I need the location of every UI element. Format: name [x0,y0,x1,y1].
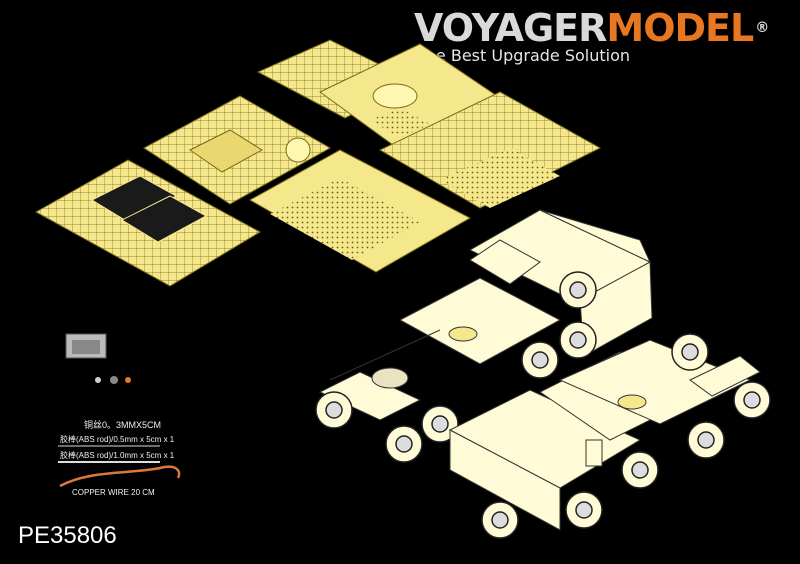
pe-fret-top [256,39,501,151]
abs-rod-10-label: 胶棒(ABS rod)/1.0mm x 5cm x 1 [60,451,175,460]
truck-chassis-illustration [448,333,771,539]
copper-wire-label: COPPER WIRE 20 CM [72,488,155,497]
resin-parts [65,333,131,384]
pe-fret-mid-left [143,95,332,205]
copper-wire [59,465,181,488]
brand-logo: VOYAGERMODEL® [414,6,769,50]
truck-tractor-illustration [315,209,653,463]
brand-name-part1: VOYAGER [414,6,607,50]
pe-fret-right [378,91,602,209]
brand-tagline: The Best Upgrade Solution [416,46,631,65]
product-code: PE35806 [18,522,117,549]
brand-name-part2: MODEL [606,6,754,50]
pe-fret-center [248,149,472,273]
brass-wire-label: 铜丝0。3MMX5CM [84,420,162,430]
pe-fret-left [34,159,262,287]
registered-mark: ® [755,20,769,36]
abs-rod-05-label: 胶棒(ABS rod)/0.5mm x 5cm x 1 [60,435,175,444]
abs-rods [58,445,160,463]
